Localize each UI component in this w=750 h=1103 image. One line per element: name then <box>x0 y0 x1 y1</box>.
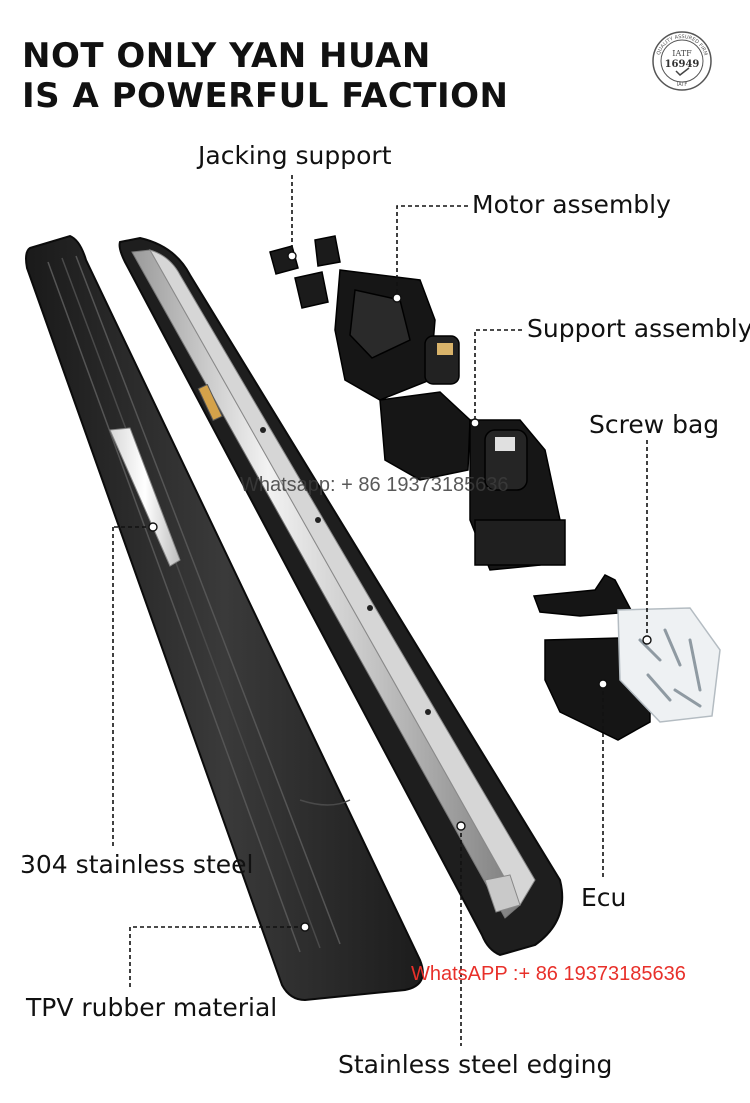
watermark-center: Whatsapp: + 86 19373185636 <box>240 474 509 496</box>
motor-support-assemblies <box>334 269 566 571</box>
label-screw-bag: Screw bag <box>589 410 720 439</box>
headline-line-1: NOT ONLY YAN HUAN <box>22 36 431 76</box>
label-ecu: Ecu <box>581 883 627 912</box>
screw-bag <box>617 607 721 723</box>
stainless-steel-strip <box>109 427 181 567</box>
label-jacking-support: Jacking support <box>198 141 392 170</box>
mounting-bracket <box>532 574 634 617</box>
badge-number: 16949 <box>665 59 700 70</box>
leader-lines <box>112 175 648 1046</box>
badge-footer: IATF <box>677 82 688 88</box>
label-tpv-rubber-material: TPV rubber material <box>26 993 278 1022</box>
running-board-top <box>25 234 424 1002</box>
badge-name: IATF <box>672 49 692 58</box>
leader-anchor-dots <box>148 251 652 932</box>
headline-line-2: IS A POWERFUL FACTION <box>22 76 509 116</box>
label-support-assembly: Support assembly <box>527 314 750 343</box>
running-board-side <box>118 236 564 957</box>
label-motor-assembly: Motor assembly <box>472 190 671 219</box>
jacking-support-parts <box>269 235 341 309</box>
label-304-stainless-steel: 304 stainless steel <box>20 850 254 879</box>
badge-check-icon <box>675 67 690 76</box>
watermark-bottom: WhatsAPP :+ 86 19373185636 <box>411 963 686 985</box>
iatf-certification-badge: QUALITY ASSURED FIRM IATF 16949 IATF <box>652 31 712 91</box>
label-stainless-steel-edging: Stainless steel edging <box>338 1050 613 1079</box>
